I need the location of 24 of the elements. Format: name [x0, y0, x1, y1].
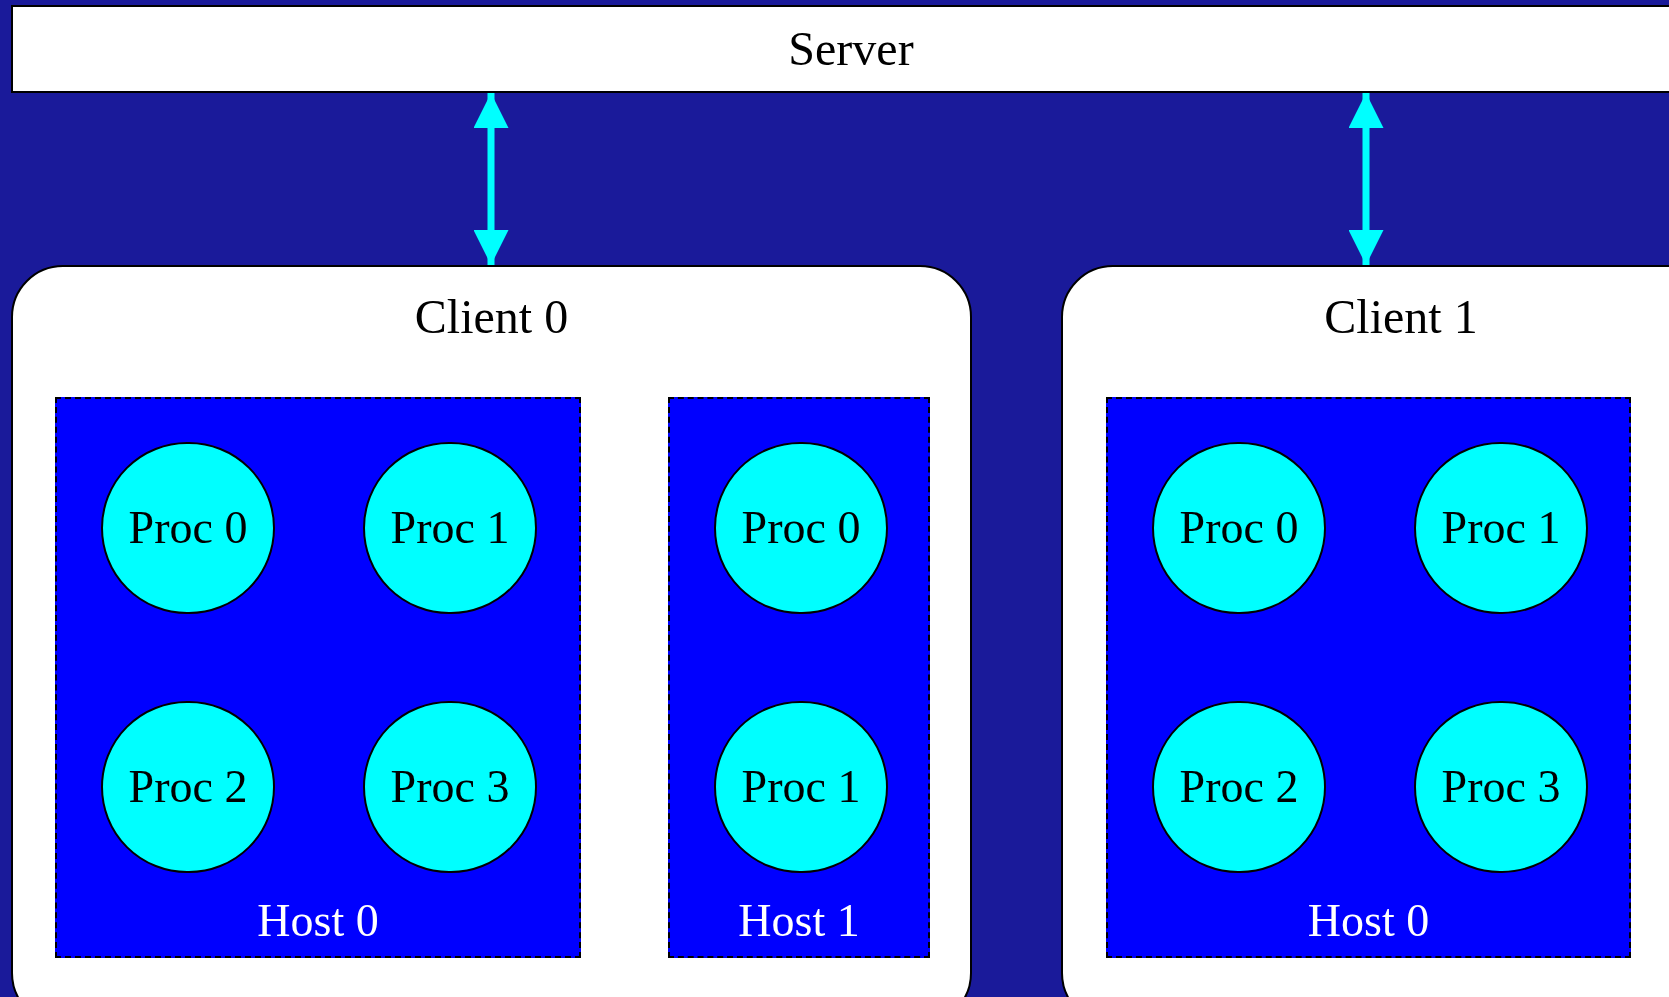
host-box [55, 397, 581, 958]
client-label: Client 1 [1324, 293, 1478, 341]
process-label: Proc 1 [390, 505, 510, 551]
process-label: Proc 1 [1441, 505, 1561, 551]
host-label: Host 1 [738, 898, 860, 944]
server-box [11, 5, 1669, 93]
process-label: Proc 3 [390, 764, 510, 810]
host-label: Host 0 [1307, 898, 1430, 944]
host-box [668, 397, 930, 958]
host-label: Host 0 [257, 898, 379, 944]
process-label: Proc 0 [1179, 505, 1299, 551]
process-label: Proc 2 [1179, 764, 1299, 810]
host-box [1106, 397, 1631, 958]
double-arrow [473, 93, 509, 265]
double-arrow [1348, 93, 1384, 265]
process-label: Proc 0 [128, 505, 248, 551]
client-label: Client 0 [414, 293, 569, 341]
process-label: Proc 3 [1441, 764, 1561, 810]
client-box [1061, 265, 1669, 997]
client-box [11, 265, 972, 997]
process-label: Proc 2 [128, 764, 248, 810]
process-label: Proc 1 [741, 764, 861, 810]
server-label: Server [788, 25, 914, 73]
process-label: Proc 0 [741, 505, 861, 551]
